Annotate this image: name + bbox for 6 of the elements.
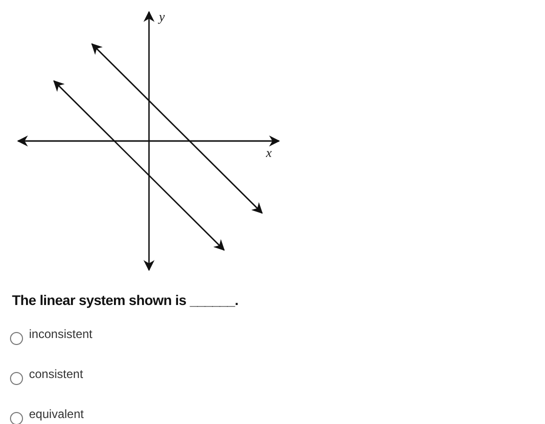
option-text: equivalent [29,407,84,421]
question-text: The linear system shown is ______. [12,292,238,308]
axis-label: x [266,145,272,161]
option-text: inconsistent [29,327,92,341]
option-text: consistent [29,367,84,381]
axis-label: y [159,9,165,25]
